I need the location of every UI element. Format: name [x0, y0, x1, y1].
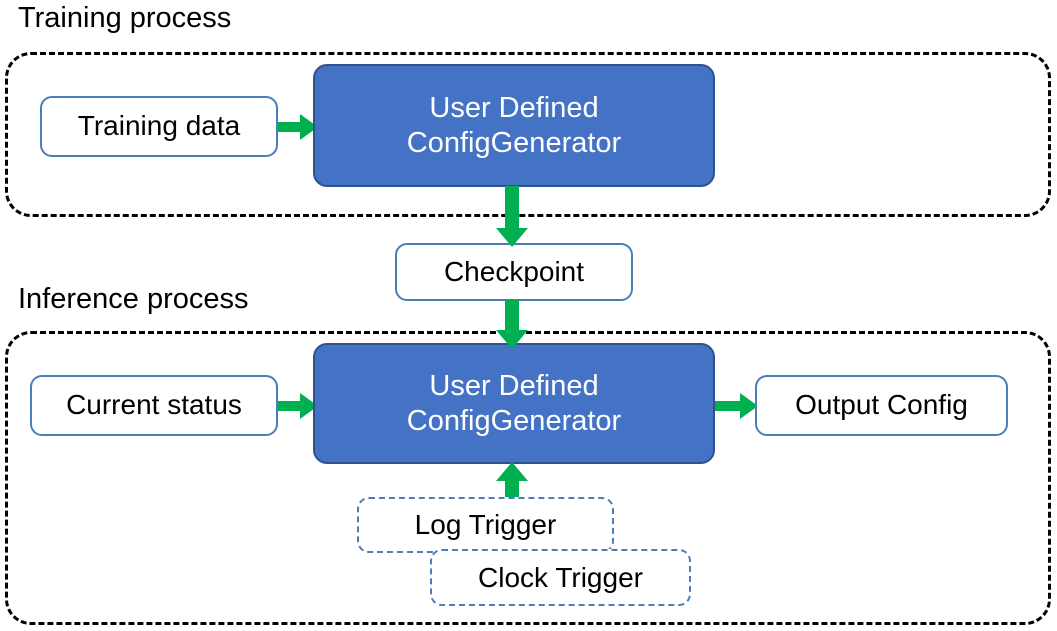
training-config-generator-node[interactable]: User Defined ConfigGenerator [313, 64, 715, 187]
inference-process-container [5, 331, 1051, 625]
inference-process-title: Inference process [18, 283, 249, 315]
arrow-triggers-to-generator-icon [496, 462, 530, 503]
arrow-generator-to-checkpoint-icon [496, 186, 530, 248]
training-process-title: Training process [18, 2, 232, 34]
training-generator-line2: ConfigGenerator [406, 126, 622, 159]
output-config-node[interactable]: Output Config [755, 375, 1008, 436]
training-generator-line1: User Defined [429, 92, 599, 125]
log-trigger-node[interactable]: Log Trigger [357, 497, 614, 553]
checkpoint-node[interactable]: Checkpoint [395, 243, 633, 301]
inference-generator-line1: User Defined [429, 370, 599, 403]
inference-generator-line2: ConfigGenerator [406, 404, 622, 437]
training-process-container [5, 52, 1051, 217]
arrow-training-data-to-generator-icon [278, 112, 318, 142]
arrow-generator-to-output-config-icon [715, 391, 759, 421]
training-data-node[interactable]: Training data [40, 96, 278, 157]
arrow-checkpoint-to-generator-icon [496, 300, 530, 350]
inference-config-generator-node[interactable]: User Defined ConfigGenerator [313, 343, 715, 464]
current-status-node[interactable]: Current status [30, 375, 278, 436]
clock-trigger-node[interactable]: Clock Trigger [430, 549, 691, 606]
arrow-current-status-to-generator-icon [278, 391, 318, 421]
